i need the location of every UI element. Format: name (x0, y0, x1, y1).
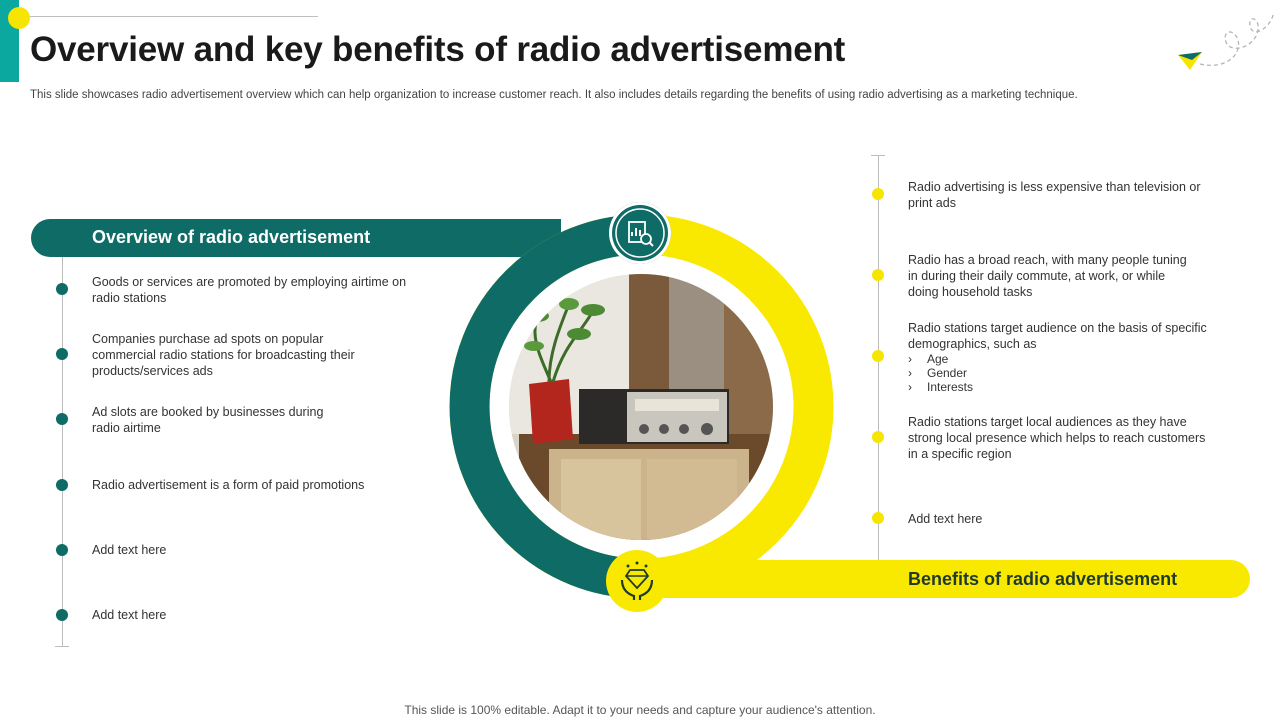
benefit-item: Radio stations target audience on the ba… (908, 320, 1233, 394)
overview-item: Goods or services are promoted by employ… (92, 275, 407, 305)
bullet-icon (56, 413, 68, 425)
overview-timeline (62, 257, 63, 647)
accent-dot (8, 7, 30, 29)
overview-item: Add text here (92, 543, 167, 557)
diamond-hands-icon (606, 550, 668, 612)
benefits-timeline-end (871, 155, 885, 156)
overview-item: Radio advertisement is a form of paid pr… (92, 478, 365, 492)
overview-timeline-end (55, 646, 69, 647)
bullet-icon (872, 350, 884, 362)
footer-note: This slide is 100% editable. Adapt it to… (404, 703, 876, 717)
bullet-icon (56, 479, 68, 491)
benefit-item: Radio stations target local audiences as… (908, 415, 1206, 461)
radio-photo (509, 274, 773, 540)
bullet-icon (56, 544, 68, 556)
demographic-gender: Gender (908, 366, 1233, 380)
overview-banner (31, 219, 561, 257)
report-analysis-icon (609, 202, 671, 264)
bullet-icon (56, 609, 68, 621)
benefit-item: Add text here (908, 512, 983, 526)
overview-item: Add text here (92, 608, 167, 622)
bullet-icon (872, 188, 884, 200)
header-divider (30, 16, 318, 17)
bullet-icon (872, 431, 884, 443)
page-subtitle: This slide showcases radio advertisement… (30, 89, 1078, 101)
demographic-interests: Interests (908, 380, 1233, 394)
demographics-list: Age Gender Interests (908, 352, 1233, 394)
overview-item: Companies purchase ad spots on popular c… (92, 332, 355, 378)
benefit-item: Radio has a broad reach, with many peopl… (908, 253, 1187, 299)
benefit-item: Radio advertising is less expensive than… (908, 180, 1201, 210)
overview-heading: Overview of radio advertisement (92, 227, 371, 247)
benefit-item-text: Radio stations target audience on the ba… (908, 321, 1207, 351)
bullet-icon (872, 269, 884, 281)
paper-plane-icon (1178, 11, 1275, 70)
bullet-icon (872, 512, 884, 524)
bullet-icon (56, 348, 68, 360)
demographic-age: Age (908, 352, 1233, 366)
bullet-icon (56, 283, 68, 295)
overview-item: Ad slots are booked by businesses during… (92, 405, 324, 435)
benefits-heading: Benefits of radio advertisement (908, 569, 1178, 589)
page-title: Overview and key benefits of radio adver… (30, 30, 846, 69)
